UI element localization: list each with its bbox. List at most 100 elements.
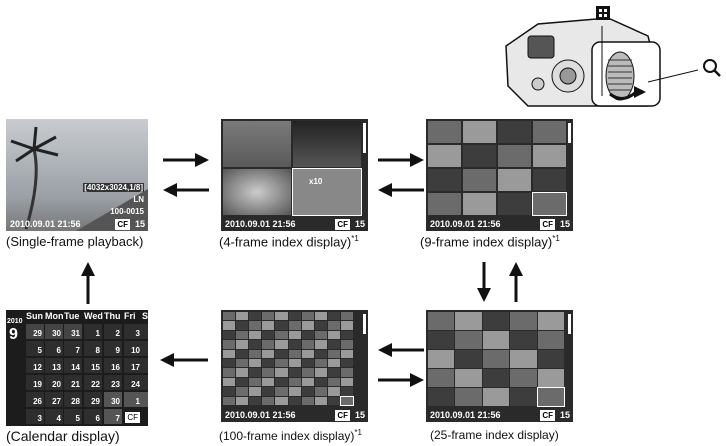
thumbnail — [327, 377, 340, 387]
thumbnail — [288, 312, 301, 321]
thumbnail — [301, 321, 314, 330]
arrow-right-single-to-four — [163, 153, 209, 167]
thumbnail — [223, 312, 236, 321]
arrow-left-nine-to-four — [378, 183, 424, 197]
thumbnail — [249, 396, 262, 405]
nine-frame-grid — [428, 121, 567, 216]
thumbnail — [223, 321, 236, 330]
thumbnail — [314, 387, 327, 396]
thumbnail — [314, 321, 327, 330]
thumbnail — [262, 396, 275, 405]
thumbnail — [249, 368, 262, 377]
weekday-sun: Sun — [26, 311, 43, 321]
arrow-up-twentyfive-to-nine — [509, 262, 523, 302]
weekday-tue: Tue — [64, 311, 80, 321]
thumbnail — [275, 330, 288, 340]
thumbnail — [340, 387, 353, 396]
thumbnail — [339, 395, 355, 407]
date-time: 2010.09.01 21:56 — [430, 410, 501, 420]
footnote-marker: *1 — [552, 234, 560, 243]
resolution-label: [4032x3024,1/8] — [83, 183, 144, 192]
thumbnail — [327, 321, 340, 330]
twentyfive-frame-grid — [428, 312, 565, 407]
thumbnail — [288, 377, 301, 387]
thumbnail-selected: x10 — [292, 168, 362, 216]
hundred-frame-screen: 2010.09.01 21:56 CF 15 — [221, 310, 368, 422]
thumbnail — [262, 340, 275, 349]
footnote-marker: *1 — [354, 428, 362, 437]
thumbnail — [275, 368, 288, 377]
thumbnail — [537, 331, 564, 349]
calendar-day: 11 — [142, 341, 148, 356]
thumbnail — [249, 340, 262, 349]
arrow-right-hundred-to-twentyfive — [378, 373, 424, 387]
zoom-badge: x10 — [309, 177, 323, 186]
calendar-day: 3 — [124, 324, 142, 339]
status-bar: 2010.09.01 21:56 CF 15 — [426, 217, 573, 231]
thumbnail — [428, 145, 461, 167]
calendar-day: 23 — [104, 375, 122, 390]
calendar-day: 7 — [64, 341, 82, 356]
thumbnail — [428, 369, 455, 387]
thumbnail — [314, 349, 327, 358]
thumbnail — [301, 368, 314, 377]
thumbnail — [482, 388, 510, 406]
thumbnail — [236, 340, 249, 349]
frame-count: 15 — [354, 219, 365, 229]
calendar-day: 20 — [45, 375, 63, 390]
thumbnail — [482, 331, 510, 349]
thumbnail — [482, 369, 510, 387]
twentyfive-frame-caption: (25-frame index display) — [430, 428, 559, 442]
thumbnail — [288, 321, 301, 330]
thumbnail — [455, 331, 482, 349]
thumbnail — [340, 340, 353, 349]
status-bar: 2010.09.01 21:56 CF 15 — [221, 217, 368, 231]
thumbnail — [533, 145, 566, 167]
status-bar: 2010.09.01 21:56 CF 15 — [221, 408, 368, 422]
weekday-fri: Fri — [124, 311, 136, 321]
status-bar: 2010.09.01 21:56 CF 15 — [6, 217, 148, 231]
hundred-frame-grid — [223, 312, 355, 407]
calendar-day: 10 — [124, 341, 142, 356]
thumbnail — [249, 312, 262, 321]
cf-badge: CF — [335, 219, 350, 230]
cf-badge: CF — [540, 219, 555, 230]
thumbnail — [327, 330, 340, 340]
single-frame-screen: [4032x3024,1/8] LN 100-0015 2010.09.01 2… — [6, 119, 148, 231]
thumbnail — [249, 358, 262, 368]
thumbnail — [223, 377, 236, 387]
scrollbar — [363, 314, 366, 334]
thumbnail — [301, 312, 314, 321]
thumbnail — [455, 312, 482, 330]
thumbnail — [498, 169, 531, 191]
calendar-day: 6 — [45, 341, 63, 356]
thumbnail — [301, 340, 314, 349]
thumbnail — [236, 368, 249, 377]
thumbnail — [510, 350, 537, 368]
thumbnail — [340, 368, 353, 377]
file-number-label: 100-0015 — [110, 207, 144, 216]
calendar-day: 3 — [26, 409, 44, 424]
thumbnail — [301, 330, 314, 340]
hundred-frame-caption: (100-frame index display)*1 — [219, 428, 362, 443]
thumbnail — [249, 377, 262, 387]
calendar-day: 1 — [124, 392, 142, 407]
thumbnail — [428, 350, 455, 368]
thumbnail — [482, 312, 510, 330]
date-time: 2010.09.01 21:56 — [430, 219, 501, 229]
footnote-marker: *1 — [351, 234, 359, 243]
scrollbar — [568, 123, 571, 143]
calendar-day: 21 — [64, 375, 82, 390]
calendar-day: 2 — [142, 392, 148, 407]
calendar-day: 15 — [84, 358, 102, 373]
thumbnail — [223, 340, 236, 349]
thumbnail — [463, 145, 496, 167]
thumbnail — [463, 169, 496, 191]
quality-label: LN — [133, 195, 144, 204]
thumbnail — [223, 121, 291, 167]
thumbnail — [327, 358, 340, 368]
calendar-day: 4 — [142, 324, 148, 339]
thumbnail — [463, 193, 496, 215]
weekday-thu: Thu — [104, 311, 121, 321]
thumbnail — [275, 387, 288, 396]
